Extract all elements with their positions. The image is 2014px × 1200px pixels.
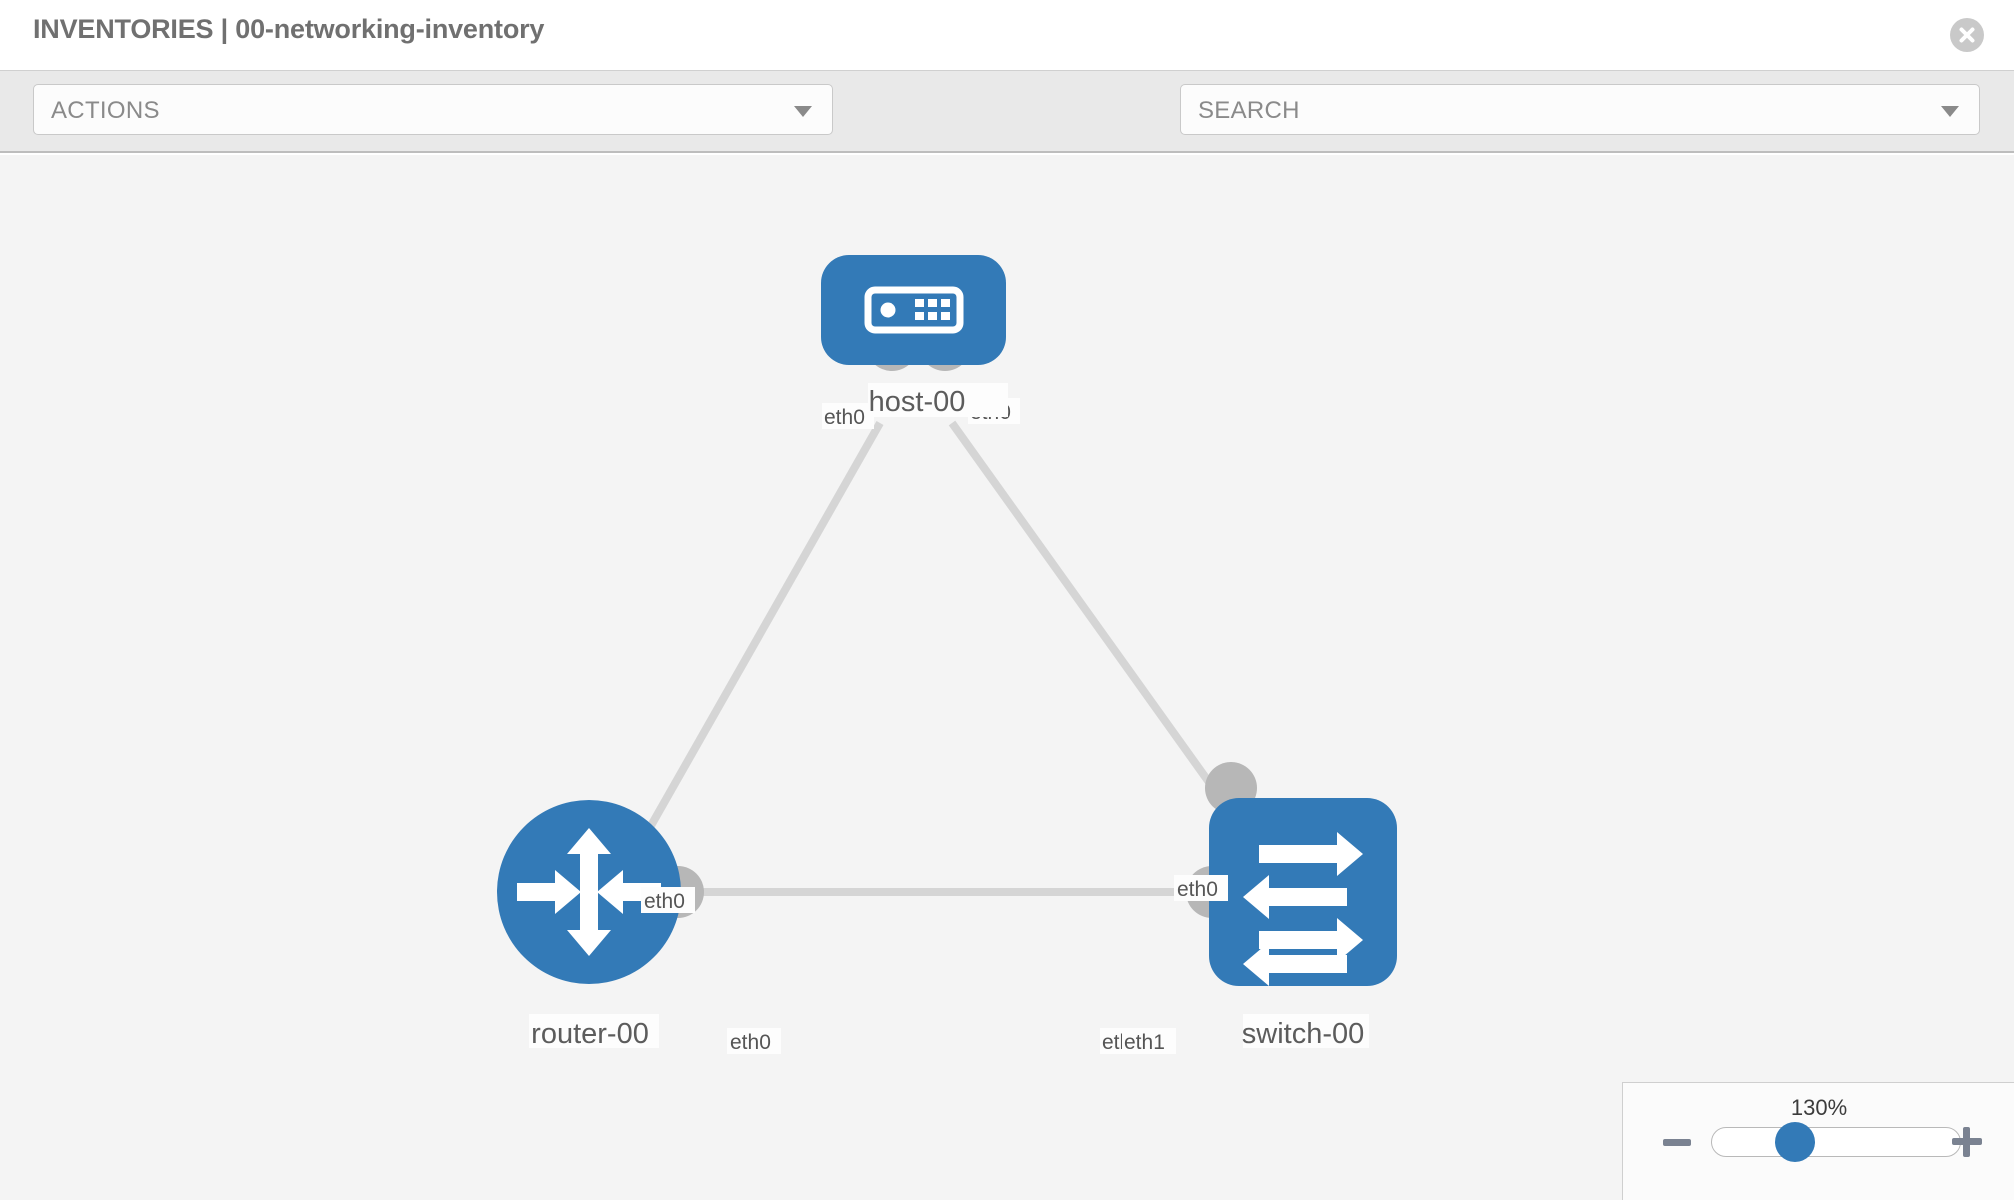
iface-label-switch-eth0: eth0 [1177,878,1218,901]
close-circle-icon[interactable] [1950,18,1984,52]
interface-labels: eth0 eth0 eth0 eth0 eth0 eth0 eth1 [641,398,1228,1054]
chevron-down-icon [794,106,812,117]
node-switch-00[interactable] [1209,798,1397,986]
iface-label-router-eth0: eth0 [730,1031,771,1054]
zoom-percent-label: 130% [1790,1095,1848,1120]
node-labels: host-00 router-00 switch-00 [529,383,1369,1050]
actions-dropdown[interactable]: ACTIONS [33,84,833,135]
minus-icon[interactable] [1663,1139,1691,1146]
iface-label-switch-eth1: eth1 [1124,1031,1165,1054]
search-input[interactable]: SEARCH [1180,84,1980,135]
actions-dropdown-label: ACTIONS [51,97,160,124]
toolbar: ACTIONS SEARCH [0,70,2014,202]
node-label-router-00: router-00 [531,1018,649,1050]
iface-label-router-eth0-uplink: eth0 [644,890,685,913]
plus-icon[interactable] [1952,1127,1982,1157]
chevron-down-icon [1941,106,1959,117]
server-device-icon [864,286,964,334]
node-label-switch-00: switch-00 [1242,1018,1365,1050]
node-label-host-00: host-00 [869,386,966,418]
router-arrows-icon [517,828,661,956]
node-host-00[interactable] [821,255,1006,365]
topology-links [636,420,1240,896]
link-host-router[interactable] [636,421,884,847]
zoom-slider-track[interactable] [1711,1127,1961,1157]
topology-canvas[interactable]: eth0 eth0 eth0 eth0 eth0 eth0 eth1 [0,155,2014,1200]
iface-label-host-eth0-left: eth0 [824,406,865,429]
page-header: INVENTORIES | 00-networking-inventory [0,0,2014,70]
topology-graph[interactable]: eth0 eth0 eth0 eth0 eth0 eth0 eth1 [0,155,2014,1200]
link-host-switch[interactable] [948,420,1240,823]
switch-arrows-icon [1243,832,1363,986]
node-router-00[interactable] [497,800,681,984]
search-placeholder: SEARCH [1198,97,1300,124]
zoom-slider-thumb[interactable] [1775,1122,1815,1162]
page-title: INVENTORIES | 00-networking-inventory [33,14,545,44]
zoom-control-panel: 130% [1622,1082,2014,1200]
